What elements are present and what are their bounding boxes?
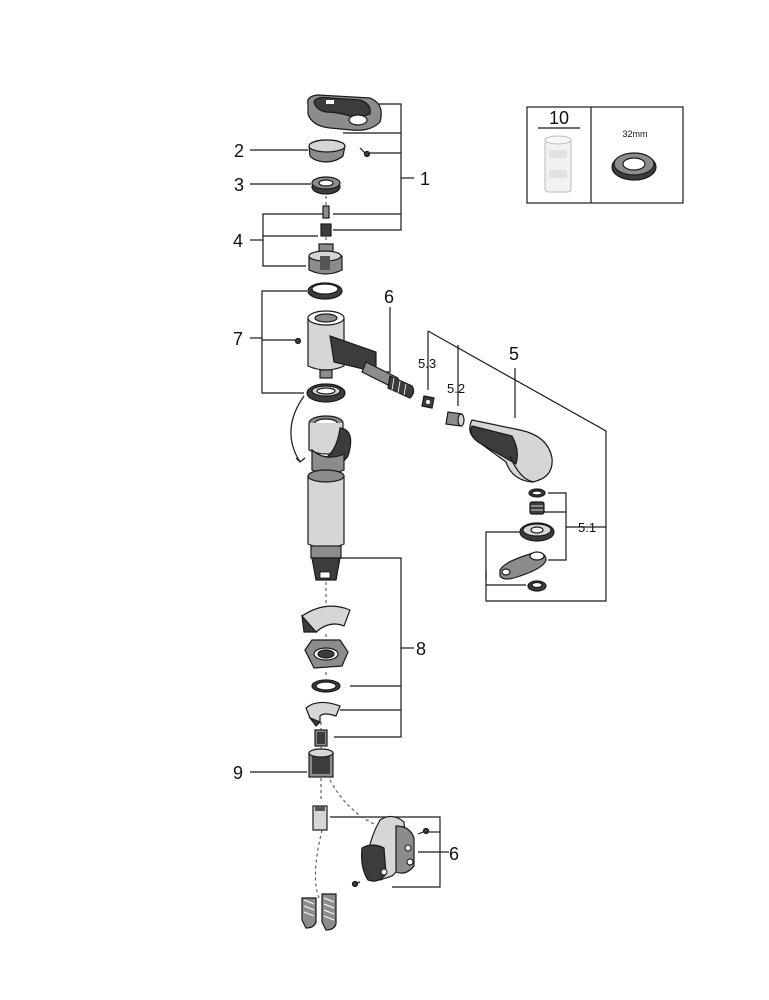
part-labels: 1 2 3 4 7 6 5 5.3 5.2 5.1 8 9 6 xyxy=(233,141,596,864)
u-clip-part xyxy=(305,701,341,727)
threaded-nipple-part xyxy=(314,729,328,747)
sleeve-tool-image xyxy=(544,135,572,193)
wrench-ring-image xyxy=(611,152,657,181)
hand-shower-holder-part xyxy=(361,815,415,882)
union-nut-part xyxy=(308,748,334,778)
flow-check-valve-part xyxy=(421,395,435,409)
supply-hoses-part xyxy=(301,893,337,931)
spray-bottom-ring-part xyxy=(527,580,547,592)
washer-part xyxy=(311,679,341,693)
hose-nipple-part xyxy=(445,411,465,427)
mixer-body-part xyxy=(307,310,377,379)
adapter-sleeve-part xyxy=(312,805,328,831)
label-part-9: 9 xyxy=(233,763,243,783)
shank-part xyxy=(308,415,352,475)
label-part-5-2: 5.2 xyxy=(447,381,465,396)
spray-seal-part xyxy=(528,488,546,498)
label-part-5: 5 xyxy=(509,344,519,364)
holder-screw-part xyxy=(351,827,430,888)
ring-nut-part xyxy=(311,176,341,195)
grub-screw-part xyxy=(359,147,371,158)
pull-out-spray-head-part xyxy=(469,419,553,483)
tool-size-label: 32mm xyxy=(622,129,647,139)
o-ring-top-part xyxy=(307,282,343,300)
mounting-half-ring-part xyxy=(301,605,351,633)
label-part-6-top: 6 xyxy=(384,287,394,307)
label-part-4: 4 xyxy=(233,231,243,251)
o-ring-bottom-part xyxy=(306,383,346,403)
leader-lines xyxy=(250,103,607,888)
label-part-8: 8 xyxy=(416,639,426,659)
hose-path-2 xyxy=(329,779,375,825)
tool-number-label: 10 xyxy=(549,108,569,128)
spray-face-plate-part xyxy=(519,522,555,542)
label-part-5-3: 5.3 xyxy=(418,356,436,371)
mounting-plate-part xyxy=(304,639,349,669)
label-part-6-bottom: 6 xyxy=(449,844,459,864)
label-part-2: 2 xyxy=(234,141,244,161)
spout-tube-part xyxy=(307,469,345,581)
hose-end-part xyxy=(361,361,415,399)
assembly-arc xyxy=(290,395,305,463)
set-screw-part xyxy=(294,337,302,345)
cartridge-part xyxy=(308,243,343,275)
label-part-7: 7 xyxy=(233,329,243,349)
spray-insert-part xyxy=(529,501,545,515)
hose-path xyxy=(314,829,323,901)
tool-box: 10 32mm xyxy=(526,106,684,204)
label-part-3: 3 xyxy=(234,175,244,195)
label-part-1: 1 xyxy=(420,169,430,189)
cap-part xyxy=(308,139,346,163)
label-part-5-1: 5.1 xyxy=(578,520,596,535)
spray-lever-part xyxy=(499,551,547,580)
cartridge-pin-part xyxy=(320,196,332,246)
lever-handle-part xyxy=(307,94,382,131)
